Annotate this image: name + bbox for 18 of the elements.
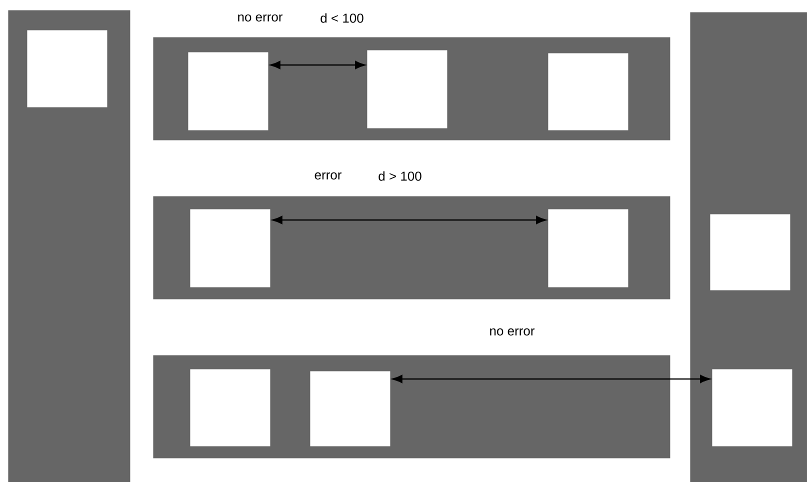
square-box: [190, 369, 270, 446]
square-box: [188, 52, 268, 130]
square-box: [310, 371, 390, 446]
double-arrow: [270, 60, 366, 70]
square-box: [548, 209, 628, 288]
status-label: error: [314, 172, 342, 180]
square-box: [367, 50, 448, 128]
square-box: [710, 214, 790, 290]
square-box: [712, 369, 792, 446]
double-arrow: [392, 374, 710, 384]
distance-label: d < 100: [320, 13, 364, 23]
square-box: [27, 30, 108, 108]
double-arrow: [272, 216, 546, 224]
square-box: [190, 209, 270, 288]
square-box: [548, 53, 628, 130]
status-label: no error: [490, 328, 535, 336]
status-label: no error: [238, 14, 283, 22]
distance-label: d > 100: [378, 171, 422, 181]
